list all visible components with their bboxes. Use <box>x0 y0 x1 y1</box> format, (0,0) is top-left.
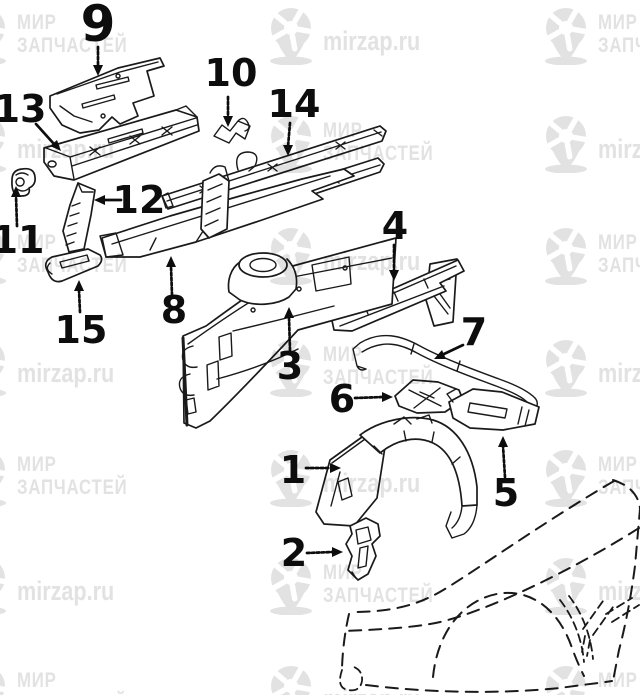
callout-6-label: 6 <box>329 377 355 421</box>
part-12-details <box>65 182 94 246</box>
callout-13: 13 <box>0 87 61 151</box>
callout-2-label: 2 <box>281 531 307 575</box>
part-3-front-hooks <box>178 345 198 415</box>
part-5-details <box>446 388 530 427</box>
callout-10-arrowhead <box>223 116 233 127</box>
callout-3-arrowhead <box>284 307 294 318</box>
part-2-bracket <box>345 517 381 581</box>
callout-10-label: 10 <box>205 51 258 95</box>
callout-15-arrowhead <box>74 280 84 291</box>
callout-2-arrow-shaft <box>305 550 334 555</box>
callout-14-label: 14 <box>268 82 321 126</box>
part-11-details <box>15 172 29 192</box>
part-7-rod <box>352 334 538 412</box>
part-7-lines <box>352 334 538 412</box>
fender-front-corner-curl <box>339 666 363 692</box>
callout-9-label: 9 <box>81 0 116 53</box>
part-2-details <box>351 526 372 579</box>
callout-8-arrowhead <box>166 256 176 267</box>
callout-7-arrow-shaft <box>442 343 465 356</box>
part-2-outline <box>345 517 381 581</box>
callout-14: 14 <box>268 82 321 156</box>
fender-front-edge <box>341 613 350 669</box>
callout-4: 4 <box>382 204 408 281</box>
callout-2: 2 <box>281 531 343 575</box>
part-15-bracket <box>44 248 103 283</box>
part-1-arch-band <box>359 416 478 507</box>
part-13-details <box>45 105 198 180</box>
part-1-wheelhouse <box>315 414 478 540</box>
part-5-outline <box>448 388 540 431</box>
callout-5: 5 <box>493 436 519 515</box>
part-9-outline <box>49 57 165 134</box>
part-3-face-details <box>206 256 352 391</box>
part-10-outline <box>213 117 251 144</box>
callout-11-label: 11 <box>0 218 44 262</box>
callout-3-arrow-shaft <box>287 315 292 352</box>
callout-11-arrowhead <box>11 186 21 197</box>
part-15-details <box>46 254 90 275</box>
part-8-upright-details <box>204 165 230 227</box>
part-9-details <box>56 61 159 123</box>
callout-6-arrowhead <box>382 392 393 402</box>
callout-12-arrowhead <box>94 195 105 205</box>
callout-13-label: 13 <box>0 87 46 131</box>
part-10-clip <box>213 117 251 144</box>
callout-8-arrow-shaft <box>169 264 174 297</box>
callout-5-arrow-shaft <box>501 444 507 479</box>
fender-bottom-edge <box>365 680 613 693</box>
part-13-rocker-rail <box>43 105 200 181</box>
part-5-bracket <box>446 388 540 431</box>
callout-7: 7 <box>434 310 487 359</box>
callout-11: 11 <box>0 186 44 262</box>
callout-6: 6 <box>329 377 393 421</box>
part-3-tower-opening <box>238 252 288 278</box>
callout-1-arrowhead <box>330 463 341 473</box>
callout-4-arrowhead <box>389 270 399 281</box>
callout-9: 9 <box>81 0 116 76</box>
callout-13-arrow-shaft <box>34 122 56 146</box>
part-6-details <box>408 387 442 409</box>
part-1-arch-details <box>373 414 478 539</box>
part-12-outline <box>62 182 96 253</box>
callout-14-arrow-shaft <box>286 121 292 149</box>
callout-4-label: 4 <box>382 204 408 248</box>
callout-5-arrowhead <box>498 436 508 447</box>
fender-crease-line <box>344 527 640 632</box>
part-3-apron <box>178 237 397 429</box>
part-1-panel-details <box>330 433 379 540</box>
fender-wheel-opening-arc <box>432 591 585 678</box>
callout-13-arrowhead <box>50 140 61 151</box>
callout-12: 12 <box>94 178 165 222</box>
fender-hash-marks <box>581 597 640 657</box>
part-8-floor-extension <box>99 165 355 258</box>
callout-1-label: 1 <box>280 448 306 492</box>
part-9-panel <box>49 57 165 134</box>
callout-15-label: 15 <box>55 308 108 352</box>
callout-8-label: 8 <box>161 288 187 332</box>
callout-15-arrow-shaft <box>77 288 82 314</box>
callout-10: 10 <box>205 51 258 127</box>
callout-15: 15 <box>55 280 108 352</box>
callout-2-arrowhead <box>332 547 343 557</box>
callout-7-label: 7 <box>461 310 487 354</box>
callout-9-arrowhead <box>93 65 103 76</box>
part-12-reinforcement-plate <box>62 182 96 253</box>
callout-5-label: 5 <box>493 471 519 515</box>
fender-dashed-outline <box>339 479 640 693</box>
part-8-upright-bracket <box>200 173 230 239</box>
callout-11-arrow-shaft <box>14 194 19 228</box>
callout-8: 8 <box>161 256 187 332</box>
fender-rear-edge <box>612 479 640 682</box>
part-11-nut <box>11 167 36 197</box>
fender-top-edge <box>350 480 615 613</box>
callout-7-arrowhead <box>434 350 446 359</box>
callout-6-arrow-shaft <box>353 395 385 400</box>
part-4-brace <box>330 258 465 332</box>
